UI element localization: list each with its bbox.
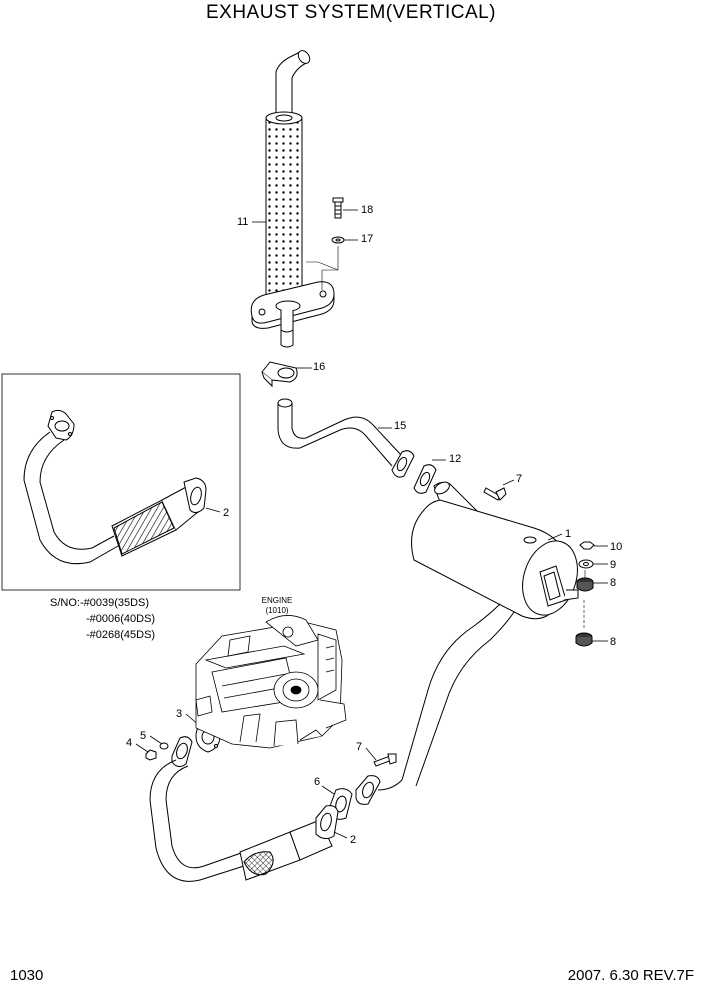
callout-12: 12 [449, 453, 462, 465]
bolt-7-top [483, 487, 507, 501]
callout-10: 10 [610, 541, 623, 553]
exhaust-pipe-2 [149, 736, 339, 882]
muffler-1 [411, 481, 579, 620]
tail-pipe [377, 603, 515, 791]
rubber-mount-8-bottom [575, 632, 593, 647]
callout-8-bottom: 8 [610, 636, 617, 648]
nut-4 [145, 749, 157, 761]
callout-17: 17 [361, 233, 374, 245]
serial-note-line2: -#0006(40DS) [86, 613, 156, 625]
callout-2: 2 [350, 834, 357, 846]
revision-date: 2007. 6.30 REV.7F [567, 967, 694, 984]
bolt-18 [332, 197, 344, 219]
callout-2-inset: 2 [223, 507, 230, 519]
callout-4: 4 [126, 737, 133, 749]
washer-5 [159, 742, 169, 750]
inset-box [1, 373, 241, 591]
serial-note-line1: S/NO:-#0039(35DS) [50, 597, 150, 609]
engine-label-line2: (1010) [265, 606, 289, 615]
pipe-15 [277, 398, 415, 478]
callout-7-bottom: 7 [356, 741, 363, 753]
washer-17 [331, 236, 345, 244]
callout-5: 5 [140, 730, 147, 742]
engine-1010 [195, 615, 347, 749]
callout-7-top: 7 [516, 473, 523, 485]
inset-exhaust-pipe-2 [23, 409, 207, 565]
nut-10 [579, 541, 595, 550]
callout-3: 3 [176, 708, 183, 720]
washer-9 [578, 559, 594, 569]
callout-15: 15 [394, 420, 407, 432]
callout-11: 11 [237, 216, 249, 228]
page-number: 1030 [10, 967, 44, 984]
rubber-mount-8-top [576, 577, 594, 592]
gasket-12 [413, 464, 437, 494]
serial-note-line3: -#0268(45DS) [86, 629, 156, 641]
vertical-stack [250, 50, 335, 348]
bolt-7-bottom [373, 753, 397, 767]
tail-pipe-flange [355, 775, 381, 805]
callout-16: 16 [313, 361, 326, 373]
callout-1: 1 [565, 528, 572, 540]
engine-label: ENGINE (1010) [252, 596, 302, 616]
page-title: EXHAUST SYSTEM(VERTICAL) [205, 2, 497, 23]
callout-9: 9 [610, 559, 617, 571]
callout-6: 6 [314, 776, 321, 788]
callout-8-top: 8 [610, 577, 617, 589]
callout-18: 18 [361, 204, 374, 216]
engine-label-line1: ENGINE [261, 596, 293, 605]
clamp-16 [261, 361, 298, 388]
